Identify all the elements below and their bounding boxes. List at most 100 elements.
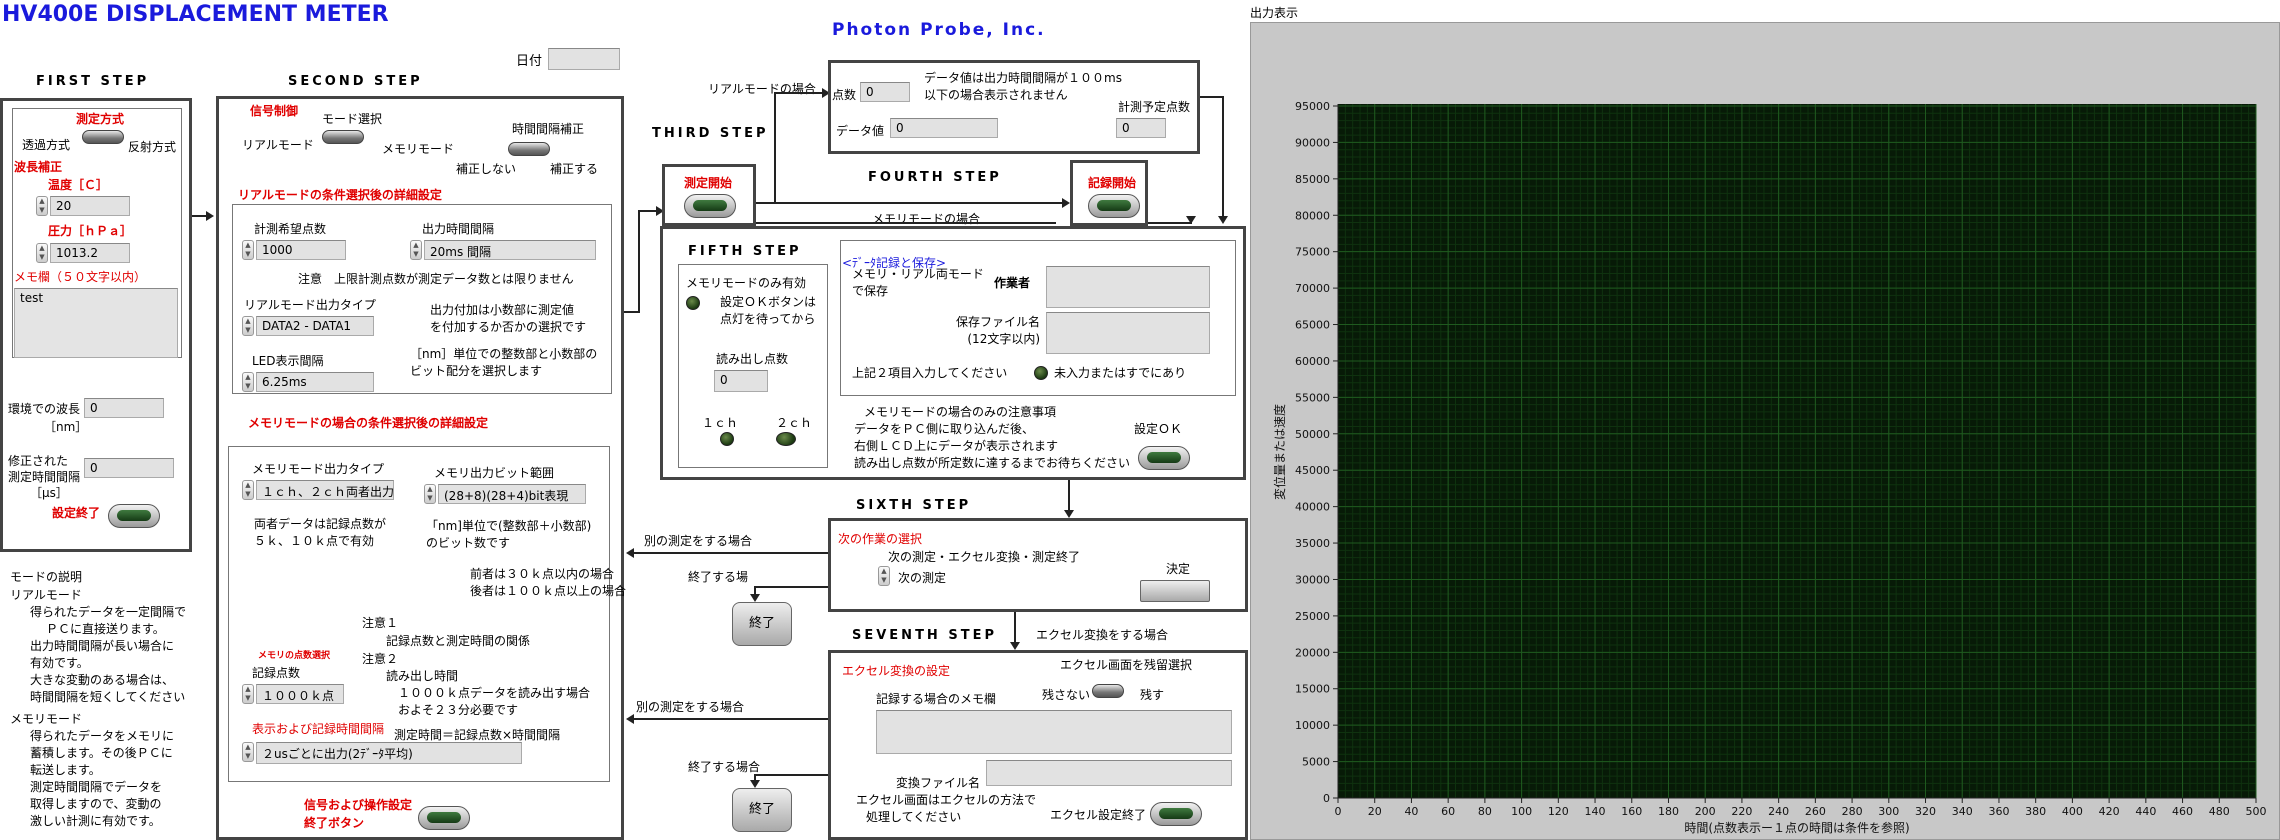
data-save-title: <ﾃﾞｰﾀ記録と保存> [842,256,947,270]
led-interval-select[interactable]: 6.25ms [256,372,374,392]
planned-points-field: 0 [1116,118,1166,138]
mem-output-type-select[interactable]: １ｃｈ、２ｃｈ両者出力 [256,480,394,500]
help-line: 取得しますので、変動の [30,797,162,811]
y-tick-label: 75000 [1295,246,1330,259]
mem-bit-range-spinner[interactable]: ▲▼ [424,484,436,504]
x-tick-label: 400 [2062,805,2083,818]
help-line: 激しい計測に有効です。 [30,814,161,828]
real-detail-title: リアルモードの条件選択後の詳細設定 [238,188,442,202]
y-tick-label: 0 [1323,792,1330,805]
app-title: HV400E DISPLACEMENT METER [2,2,389,27]
next-op-select[interactable]: 次の測定 [898,571,947,585]
y-tick-label: 60000 [1295,355,1330,368]
next-op-spinner[interactable]: ▲▼ [878,566,890,586]
settings-done-button[interactable] [108,504,160,528]
interval-correction-toggle[interactable] [508,142,550,156]
arrow-record-right [1148,222,1192,224]
caution-line: 右側ＬＣＤ上にデータが表示されます [854,439,1059,453]
mode-help-realmode: リアルモード [10,588,82,602]
convert-filename-input[interactable] [986,760,1232,786]
excel-memo-input[interactable] [876,710,1232,754]
desired-points-input[interactable]: 1000 [256,240,346,260]
x-tick-label: 180 [1658,805,1679,818]
second-step-heading: SECOND STEP [288,74,423,89]
keep-toggle[interactable] [1092,684,1124,698]
mem-output-type-spinner[interactable]: ▲▼ [242,480,254,500]
excel-done-button[interactable] [1150,802,1202,826]
nm-bits-note-2: のビット数です [426,536,511,550]
third-step-heading: THIRD STEP [652,126,769,141]
real-output-type-select[interactable]: DATA2 - DATA1 [256,316,374,336]
pressure-input[interactable]: 1013.2 [50,243,130,263]
setting-ok-button[interactable] [1138,446,1190,470]
pressure-spinner[interactable]: ▲▼ [36,243,48,263]
x-tick-label: 240 [1768,805,1789,818]
start-record-panel [1070,160,1148,226]
memo-textarea[interactable]: test [14,288,178,358]
decide-button[interactable] [1140,580,1210,602]
seventh-step-heading: SEVENTH STEP [852,628,997,643]
start-measure-button[interactable] [684,194,736,218]
mem-points-select-label: メモリの点数選択 [258,651,331,661]
corrected-interval-label-2: 測定時間間隔 [8,470,81,484]
corrected-interval-unit: ［μs］ [30,486,68,500]
desired-points-spinner[interactable]: ▲▼ [242,240,254,260]
range-note-2: 後者は１００ｋ点以上の場合 [470,584,627,598]
note2-title: 注意２ [362,652,399,666]
fifth-step-heading: FIFTH STEP [688,244,802,259]
real-output-type-spinner[interactable]: ▲▼ [242,316,254,336]
x-tick-label: 220 [1731,805,1752,818]
save-filename-input[interactable] [1046,312,1210,354]
end-button-7[interactable]: 終了 [732,788,792,832]
record-points-spinner[interactable]: ▲▼ [242,684,254,704]
date-field[interactable] [548,48,620,70]
realmode-label: リアルモード [242,138,314,152]
start-record-button[interactable] [1088,194,1140,218]
seventh-step-panel [828,650,1248,840]
data-value-field: 0 [890,118,998,138]
record-points-select[interactable]: １０００ｋ点 [256,684,344,704]
arrow-step1-to-step2 [192,215,207,217]
arrow-other-measure-7 [632,718,828,720]
help-line: 大きな変動のある場合は、 [30,673,175,687]
temperature-spinner[interactable]: ▲▼ [36,196,48,216]
end-button-6[interactable]: 終了 [732,602,792,646]
help-line: 有効です。 [30,656,89,670]
display-interval-select[interactable]: ２usごとに出力(2ﾃﾞｰﾀ平均) [256,742,522,764]
operator-input[interactable] [1046,266,1210,308]
arrow-realpanel-right [1200,96,1224,98]
data-value-label: データ値 [836,124,885,138]
mode-toggle[interactable] [322,130,364,144]
display-interval-spinner[interactable]: ▲▼ [242,742,254,762]
temperature-input[interactable]: 20 [50,196,130,216]
arrowhead [1064,510,1074,518]
mem-bit-range-select[interactable]: (28+8)(28+4)bit表現 [438,484,586,504]
not-keep-label: 残さない [1042,688,1091,702]
y-tick-label: 15000 [1295,683,1330,696]
mem-detail-subpanel [228,446,610,782]
excel-note-1: エクセル画面はエクセルの方法で [856,793,1037,807]
output-interval-spinner[interactable]: ▲▼ [410,240,422,260]
signal-end-button[interactable] [418,806,470,830]
corrected-interval-field: 0 [84,458,174,478]
x-tick-label: 300 [1878,805,1899,818]
ok-wait-note: 設定ＯＫボタンは 点灯を待ってから [720,294,816,328]
measure-time-formula: 測定時間＝記録点数×時間間隔 [394,728,561,742]
x-tick-label: 140 [1585,805,1606,818]
env-wavelength-label: 環境での波長 [8,402,81,416]
range-note-1: 前者は３０ｋ点以内の場合 [470,567,615,581]
ok-wait-1: 設定ＯＫボタンは [720,295,817,309]
method-title: 測定方式 [76,112,125,126]
arrow-to-record [776,202,1066,204]
x-tick-label: 460 [2172,805,2193,818]
method-toggle[interactable] [82,130,124,144]
transmission-label: 透過方式 [22,138,71,152]
interval-correction-label: 時間間隔補正 [512,122,585,136]
ok-wait-2: 点灯を待ってから [720,312,816,326]
arrow-measure-right [756,202,776,204]
output-interval-select[interactable]: 20ms 間隔 [424,240,596,260]
decide-label: 決定 [1166,562,1191,576]
env-wavelength-field: 0 [84,398,164,418]
led-interval-spinner[interactable]: ▲▼ [242,372,254,392]
note2-line: 読み出し時間 [386,669,459,683]
